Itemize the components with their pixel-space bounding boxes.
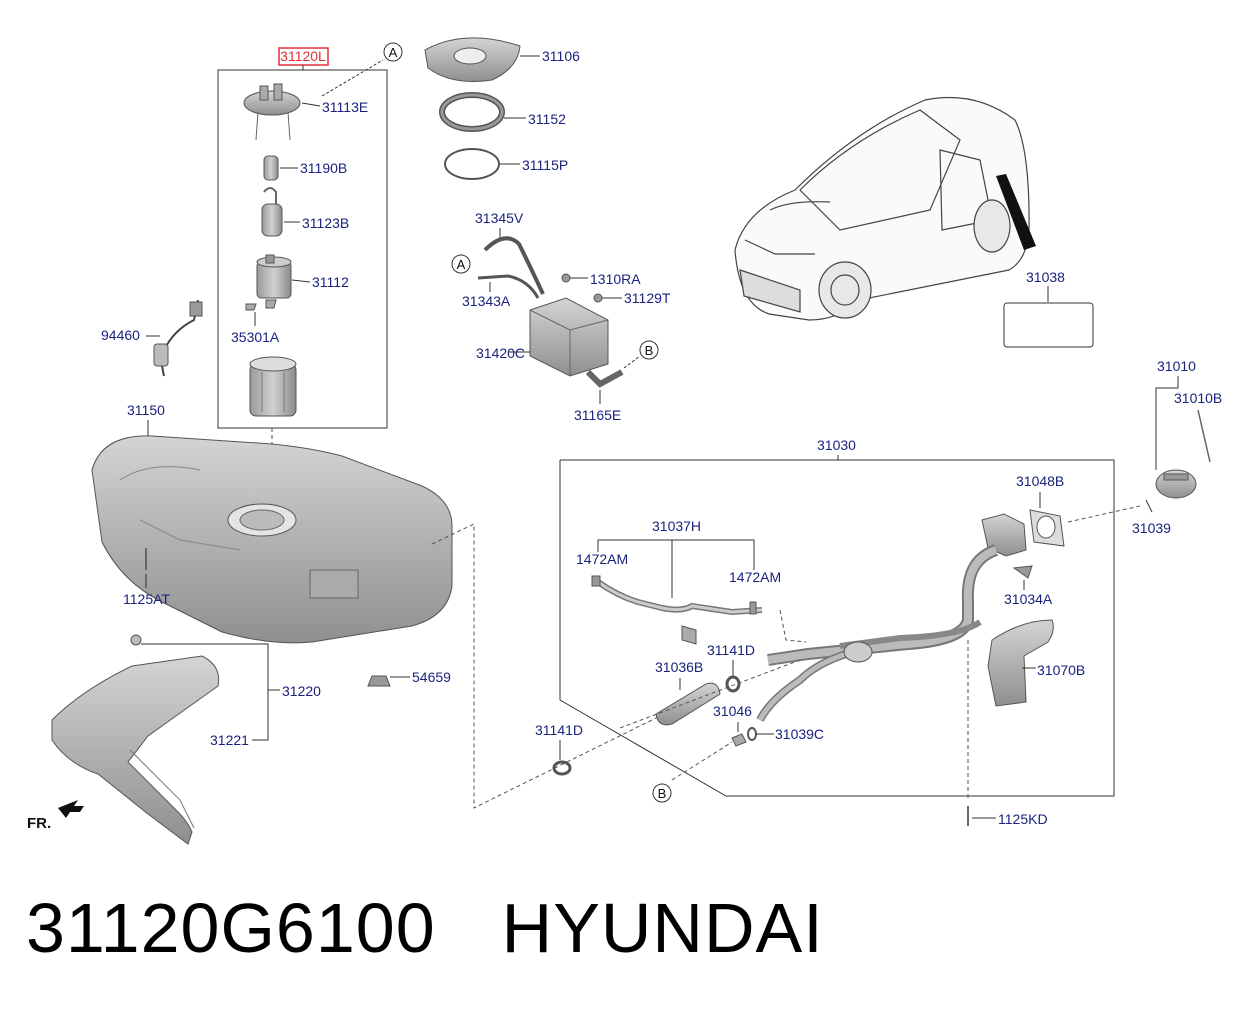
bracket-part [1012, 565, 1033, 579]
part-label-31010B[interactable]: 31010B [1174, 390, 1222, 406]
part-label-31046[interactable]: 31046 [713, 703, 752, 719]
filler-cap-gasket-part [1029, 509, 1065, 547]
part-label-31030[interactable]: 31030 [817, 437, 856, 453]
part-label-31115P[interactable]: 31115P [522, 157, 568, 173]
part-label-31070B[interactable]: 31070B [1037, 662, 1085, 678]
part-label-31048B[interactable]: 31048B [1016, 473, 1064, 489]
part-label-31150[interactable]: 31150 [127, 402, 165, 418]
callout-circle-a [383, 42, 403, 62]
part-label-1472AM-right[interactable]: 1472AM [729, 569, 781, 585]
hose-connector-part [731, 733, 747, 747]
sender-clip-part [245, 299, 277, 311]
part-label-35301A[interactable]: 35301A [231, 329, 280, 345]
part-label-31221[interactable]: 31221 [210, 732, 249, 748]
hose-clip-part [681, 625, 697, 645]
lock-ring-part [439, 92, 505, 132]
sensor-harness-part [153, 299, 203, 377]
filler-hose-part [655, 682, 721, 726]
part-label-31120L[interactable]: 31120L [280, 48, 326, 64]
part-label-1125KD[interactable]: 1125KD [998, 811, 1048, 827]
canister-group: 31345V A 31343A 1310RA 31129T 31420C B 3… [451, 210, 671, 423]
callout-a2-label: A [457, 257, 466, 272]
callout-a-label: A [389, 45, 398, 60]
part-label-94460[interactable]: 94460 [101, 327, 140, 343]
callout-b1-label: B [645, 343, 654, 358]
vehicle-illustration [734, 96, 1030, 321]
part-label-31141D-top[interactable]: 31141D [707, 642, 755, 658]
part-label-31036B[interactable]: 31036B [655, 659, 703, 675]
part-label-31038[interactable]: 31038 [1026, 269, 1065, 285]
part-label-1125AT[interactable]: 1125AT [123, 591, 170, 607]
heat-shield-part [51, 655, 220, 845]
part-label-31112[interactable]: 31112 [312, 274, 349, 290]
part-label-31343A[interactable]: 31343A [462, 293, 511, 309]
part-label-31165E[interactable]: 31165E [574, 407, 621, 423]
fuel-filter-part [261, 187, 283, 237]
part-label-31123B[interactable]: 31123B [302, 215, 349, 231]
part-label-31152[interactable]: 31152 [528, 111, 566, 127]
part-label-31141D-bottom[interactable]: 31141D [535, 722, 583, 738]
pump-reservoir-part [249, 356, 297, 417]
label-plate-part [1003, 302, 1094, 348]
part-label-31039C[interactable]: 31039C [775, 726, 824, 742]
front-direction-label: FR. [27, 815, 51, 832]
part-label-1310RA[interactable]: 1310RA [590, 271, 641, 287]
caption-brand: HYUNDAI [501, 889, 824, 967]
parts-diagram: 31120L A 31113E 31190B 31123B [27, 37, 1222, 845]
part-label-31220[interactable]: 31220 [282, 683, 321, 699]
callout-b2-label: B [658, 786, 667, 801]
pressure-regulator-part [263, 155, 279, 181]
part-label-31039[interactable]: 31039 [1132, 520, 1171, 536]
fuel-door-pointer [996, 174, 1036, 250]
fuel-tank-part [91, 435, 453, 644]
part-label-1472AM-left[interactable]: 1472AM [576, 551, 628, 567]
part-label-31106[interactable]: 31106 [542, 48, 580, 64]
rubber-mount-part [367, 675, 391, 687]
fuel-pump-assembly-group: 31120L A 31113E 31190B 31123B [217, 42, 403, 508]
fuel-cap-part [1155, 469, 1197, 499]
part-label-31190B[interactable]: 31190B [300, 160, 347, 176]
part-caption: 31120G6100 HYUNDAI [26, 888, 824, 968]
hose-clamp-lower-part [552, 760, 572, 776]
shield-cover-part [987, 619, 1054, 707]
filler-neck-group: 31030 31048B 31037H 1472AM 1472AM [535, 437, 1115, 803]
part-label-54659[interactable]: 54659 [412, 669, 451, 685]
gasket-part [444, 148, 500, 180]
vent-hose-part [591, 575, 763, 616]
part-label-31129T[interactable]: 31129T [624, 290, 671, 306]
mounting-plate-part [424, 37, 521, 82]
pump-flange-part [243, 83, 301, 141]
part-label-31037H[interactable]: 31037H [652, 518, 701, 534]
filler-neck-pipe-part [756, 513, 1027, 722]
part-label-31010[interactable]: 31010 [1157, 358, 1196, 374]
hose-clamp-part [725, 675, 741, 693]
part-label-31420C[interactable]: 31420C [476, 345, 525, 361]
part-label-31345V[interactable]: 31345V [475, 210, 524, 226]
part-label-31113E[interactable]: 31113E [322, 99, 368, 115]
part-label-31034A[interactable]: 31034A [1004, 591, 1053, 607]
caption-part-number: 31120G6100 [26, 889, 436, 967]
fuel-pump-part [256, 254, 292, 299]
front-arrow-icon [58, 800, 84, 818]
